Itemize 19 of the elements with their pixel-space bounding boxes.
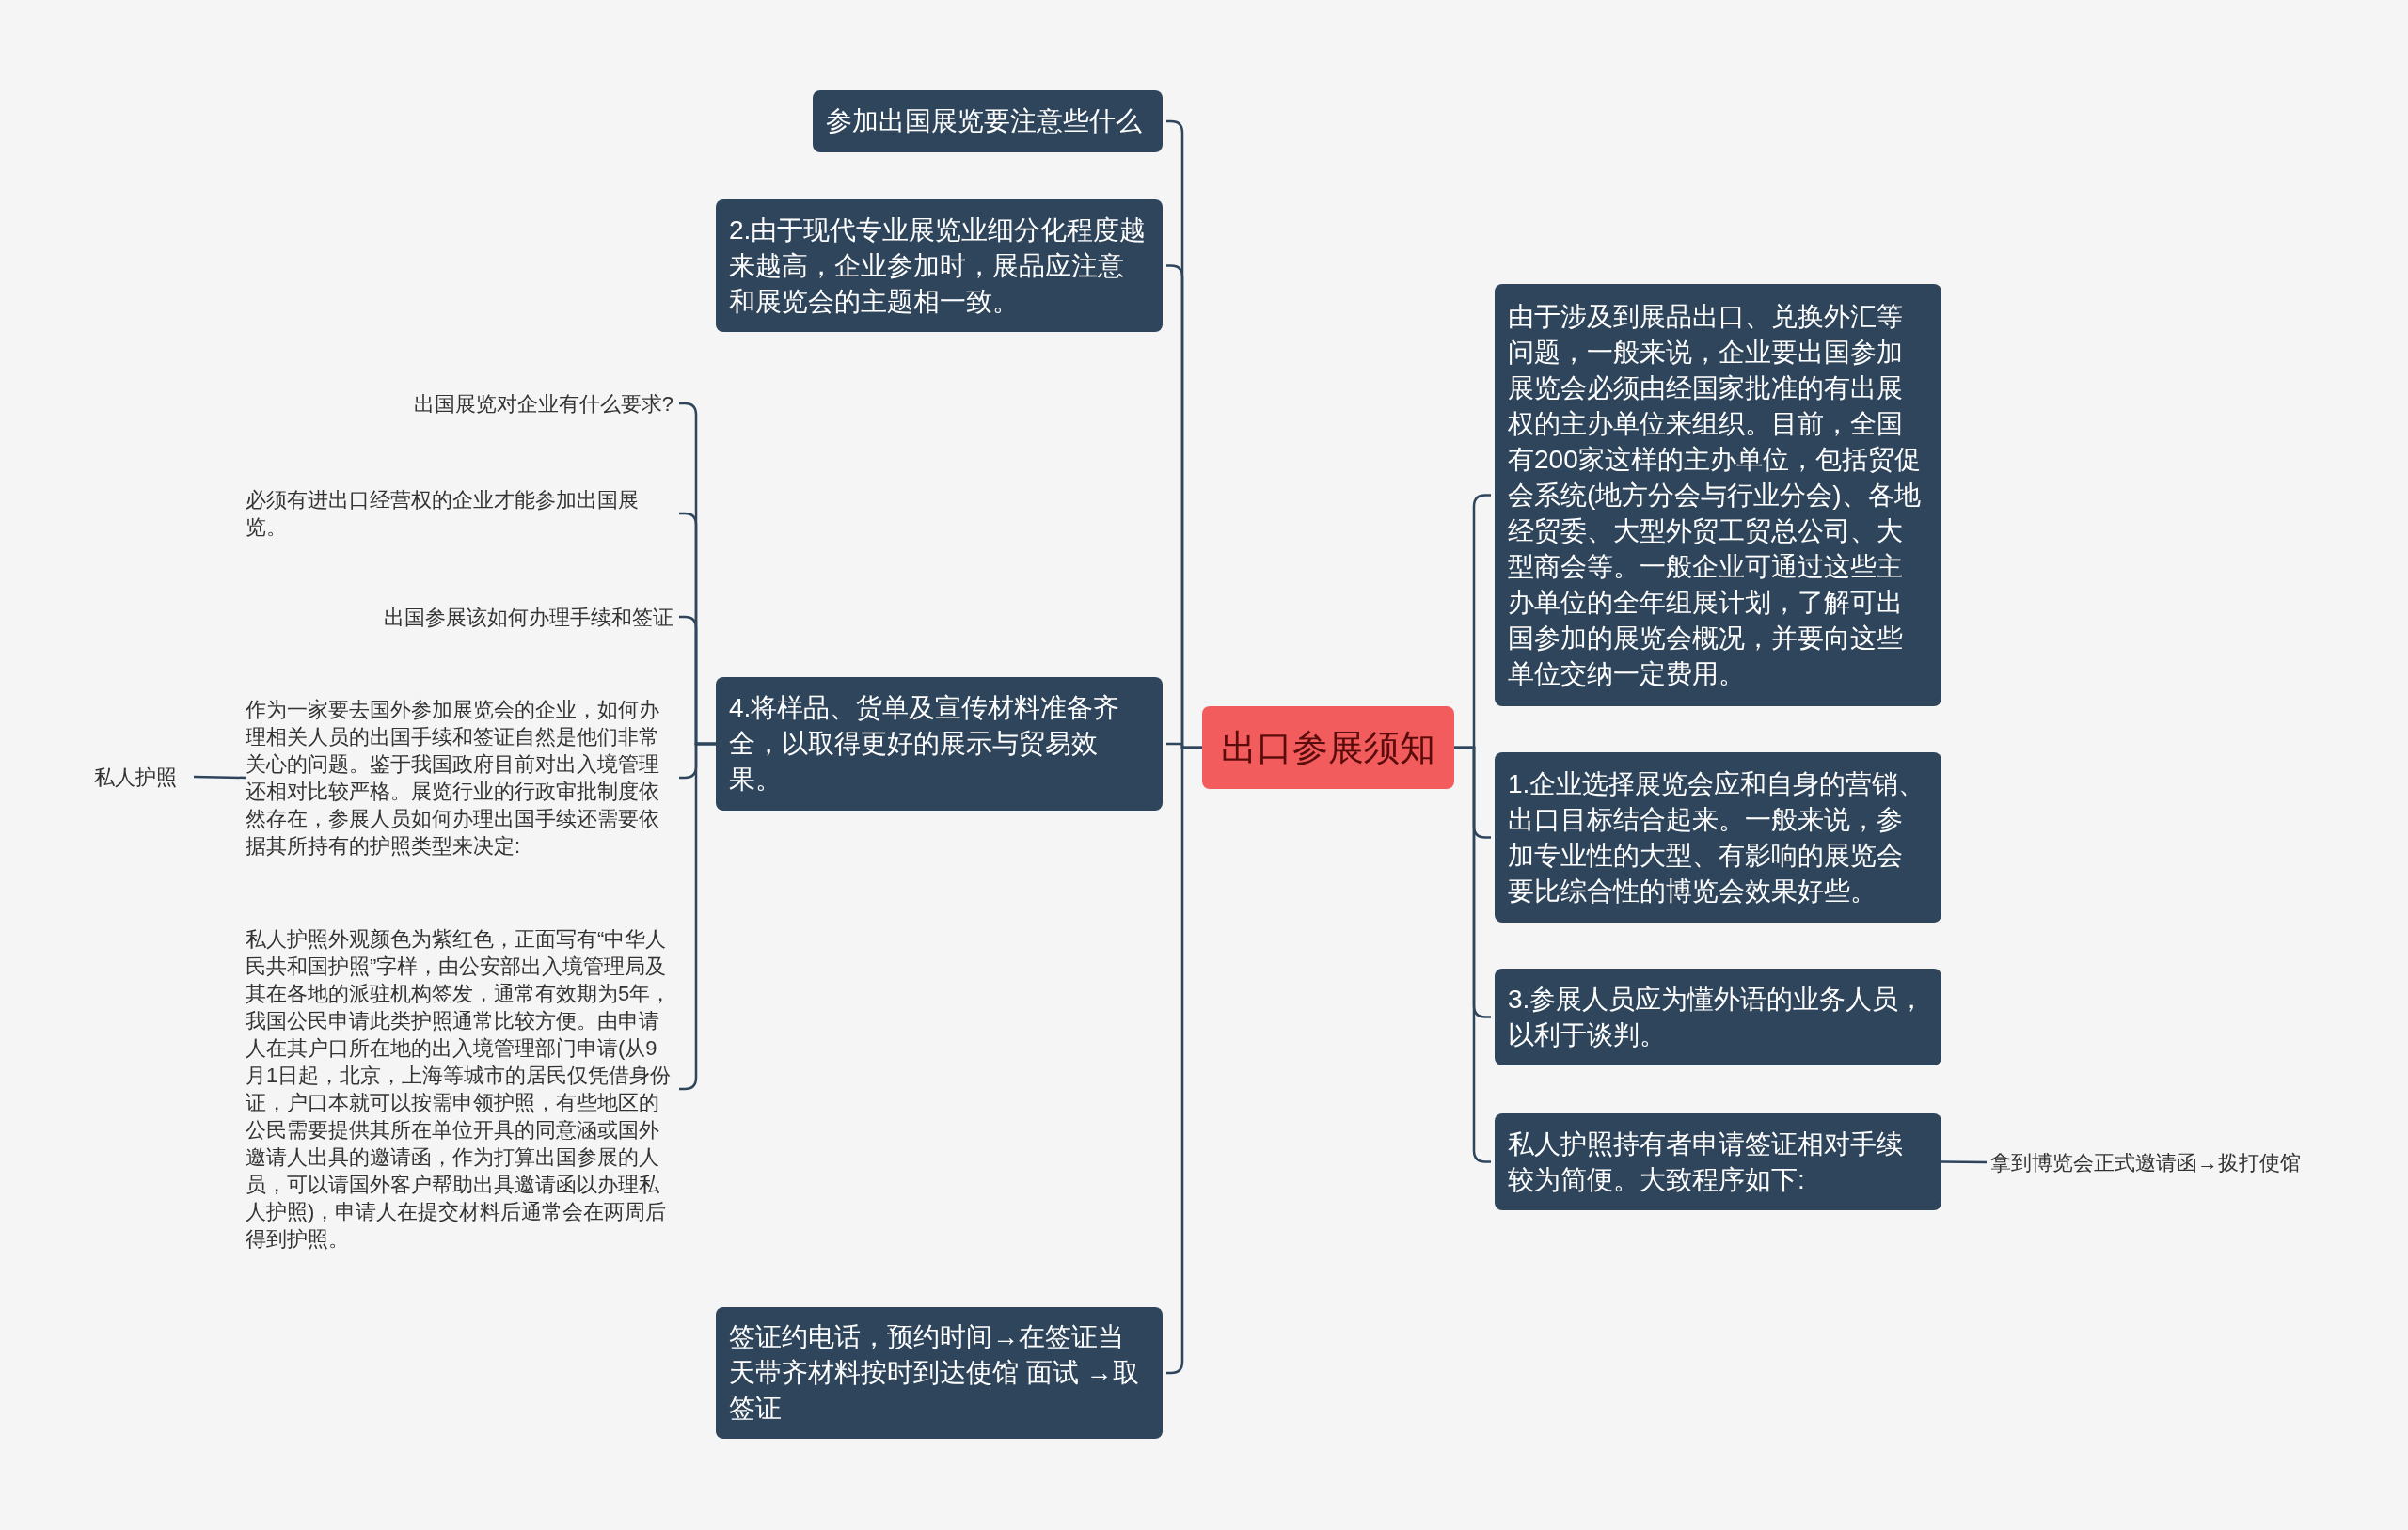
note-text: 私人护照外观颜色为紫红色，正面写有“中华人民共和国护照”字样，由公安部出入境管理局及其在各地的派驻机构签发，通常有效期为5年，我国公民申请此类护照通常比较方便。由申请人在其户口所在地的出入境管理部门申请(从9月1日起，北京，上海等城市的居民仅凭借身份证，户口本就可以按需申领护照，有些地区的公民需要提供其所在单位开具的同意涵或国外邀请人出具的邀请函，作为打算出国参展的人员，可以请国外客户帮助出具邀请函以办理私人护照)，申请人在提交材料后通常会在两周后得到护照。 <box>246 924 673 1254</box>
connector-line <box>193 775 246 780</box>
connector-line <box>1454 746 1491 1163</box>
topic-box: 由于涉及到展品出口、兑换外汇等问题，一般来说，企业要出国参加展览会必须由经国家批准的有出展权的主办单位来组织。目前，全国有200家这样的主办单位，包括贸促会系统(地方分会与行业分会)、各地经贸委、大型外贸工贸总公司、大型商会等。一般企业可通过这些主办单位的全年组展计划，了解可出国参加的展览会概况，并要向这些单位交纳一定费用。 <box>1495 284 1941 706</box>
note-text: 私人护照 <box>94 762 188 792</box>
topic-box: 4.将样品、货单及宣传材料准备齐全，以取得更好的展示与贸易效果。 <box>716 677 1163 811</box>
topic-box: 私人护照持有者申请签证相对手续较为简便。大致程序如下: <box>1495 1113 1941 1210</box>
central-topic-box: 出口参展须知 <box>1202 706 1454 789</box>
note-text: 必须有进出口经营权的企业才能参加出国展览。 <box>246 484 673 543</box>
topic-box: 1.企业选择展览会应和自身的营销、出口目标结合起来。一般来说，参加专业性的大型、有影响的展览会要比综合性的博览会效果好些。 <box>1495 752 1941 923</box>
note-text: 作为一家要去国外参加展览会的企业，如何办理相关人员的出国手续和签证自然是他们非常关心的问题。鉴于我国政府目前对出入境管理还相对比较严格。展览行业的行政审批制度依然存在，参展人员如何办理出国手续还需要依据其所持有的护照类型来决定: <box>246 694 673 861</box>
connector-line <box>1941 1160 1987 1164</box>
topic-box: 3.参展人员应为懂外语的业务人员，以利于谈判。 <box>1495 969 1941 1065</box>
topic-box: 2.由于现代专业展览业细分化程度越来越高，企业参加时，展品应注意和展览会的主题相一致。 <box>716 199 1163 332</box>
note-text: 出国展览对企业有什么要求? <box>386 388 673 418</box>
topic-box: 参加出国展览要注意些什么 <box>813 90 1163 152</box>
note-text: 出国参展该如何办理手续和签证 <box>357 602 673 632</box>
note-text: 拿到博览会正式邀请函→拨打使馆 <box>1990 1147 2329 1177</box>
topic-box: 签证约电话，预约时间→在签证当天带齐材料按时到达使馆 面试 →取签证 <box>716 1307 1163 1439</box>
